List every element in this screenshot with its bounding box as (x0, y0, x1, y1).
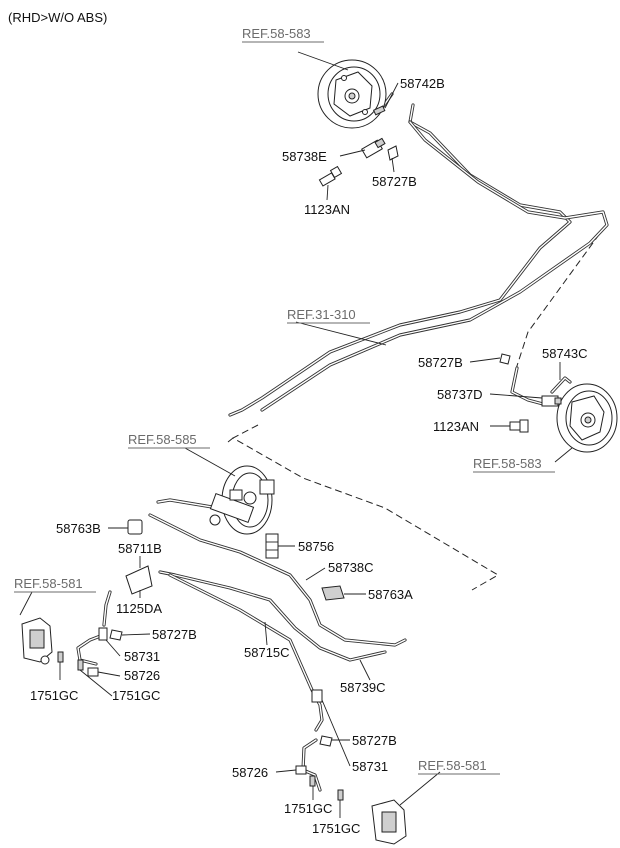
leader-lines (19, 51, 573, 818)
label-58738C: 58738C (328, 560, 374, 575)
ref-fuel-line: REF.31-310 (287, 307, 356, 322)
bolt-1123AN-right (509, 419, 529, 433)
front-left-caliper (21, 617, 53, 665)
clip-58763A (321, 585, 345, 601)
front-right-caliper (371, 799, 407, 845)
label-58738E: 58738E (282, 149, 327, 164)
ref-front-left-caliper: REF.58-581 (14, 576, 83, 591)
label-58727B-top: 58727B (372, 174, 417, 189)
label-1123AN-top: 1123AN (304, 202, 350, 217)
wheel-cylinder-58738E (361, 137, 386, 159)
label-58726-bottom: 58726 (232, 765, 268, 780)
label-58743C: 58743C (542, 346, 588, 361)
bolt-58726-left (87, 667, 99, 677)
part-labels: 58742B 58738E 58727B 1123AN 58727B 58743… (30, 76, 588, 836)
wheel-cylinder-58737D (541, 395, 562, 407)
label-1751GC-b: 1751GC (112, 688, 160, 703)
bracket-58711B (125, 565, 153, 595)
label-58715C: 58715C (244, 645, 290, 660)
clip-58763B (127, 519, 143, 535)
diagram-header: (RHD>W/O ABS) (8, 10, 107, 25)
label-58727B-bottom: 58727B (352, 733, 397, 748)
label-1751GC-d: 1751GC (312, 821, 360, 836)
label-58756: 58756 (298, 539, 334, 554)
ref-rear-right-drum: REF.58-583 (473, 456, 542, 471)
label-58763B: 58763B (56, 521, 101, 536)
reference-labels: REF.58-583 REF.31-310 REF.58-583 REF.58-… (14, 26, 555, 775)
label-1751GC-a: 1751GC (30, 688, 78, 703)
clip-58727B-bottom (319, 735, 333, 747)
hose-fitting-58731-left (98, 627, 108, 641)
hose-fitting-58731-bottom (311, 689, 323, 703)
ref-front-right-caliper: REF.58-581 (418, 758, 487, 773)
label-58737D: 58737D (437, 387, 483, 402)
ref-rear-left-drum: REF.58-583 (242, 26, 311, 41)
label-58711B: 58711B (118, 541, 162, 556)
clip-58727B-left (109, 629, 123, 641)
label-58742B: 58742B (400, 76, 445, 91)
bleeder-58742B (372, 105, 386, 116)
bolt-58726-bottom (295, 765, 307, 775)
rear-right-drum-brake (556, 383, 618, 453)
label-1751GC-c: 1751GC (284, 801, 332, 816)
dashed-reference-outline (227, 224, 607, 591)
label-58727B-right: 58727B (418, 355, 463, 370)
label-1125DA: 1125DA (116, 601, 162, 616)
label-58731-bottom: 58731 (352, 759, 388, 774)
rear-left-drum-brake (317, 59, 387, 129)
clip-58727B-top (387, 145, 399, 161)
master-cylinder-booster (209, 465, 275, 535)
bleeder-1751GC-right (309, 775, 344, 801)
label-58731-left: 58731 (124, 649, 160, 664)
label-1123AN-right: 1123AN (433, 419, 479, 434)
label-58763A: 58763A (368, 587, 413, 602)
label-58739C: 58739C (340, 680, 386, 695)
bolt-1123AN-top (318, 165, 343, 187)
label-58727B-left: 58727B (152, 627, 197, 642)
block-58756 (265, 533, 279, 559)
clip-58727B-right (499, 353, 511, 365)
ref-master-cylinder: REF.58-585 (128, 432, 197, 447)
label-58726-left: 58726 (124, 668, 160, 683)
